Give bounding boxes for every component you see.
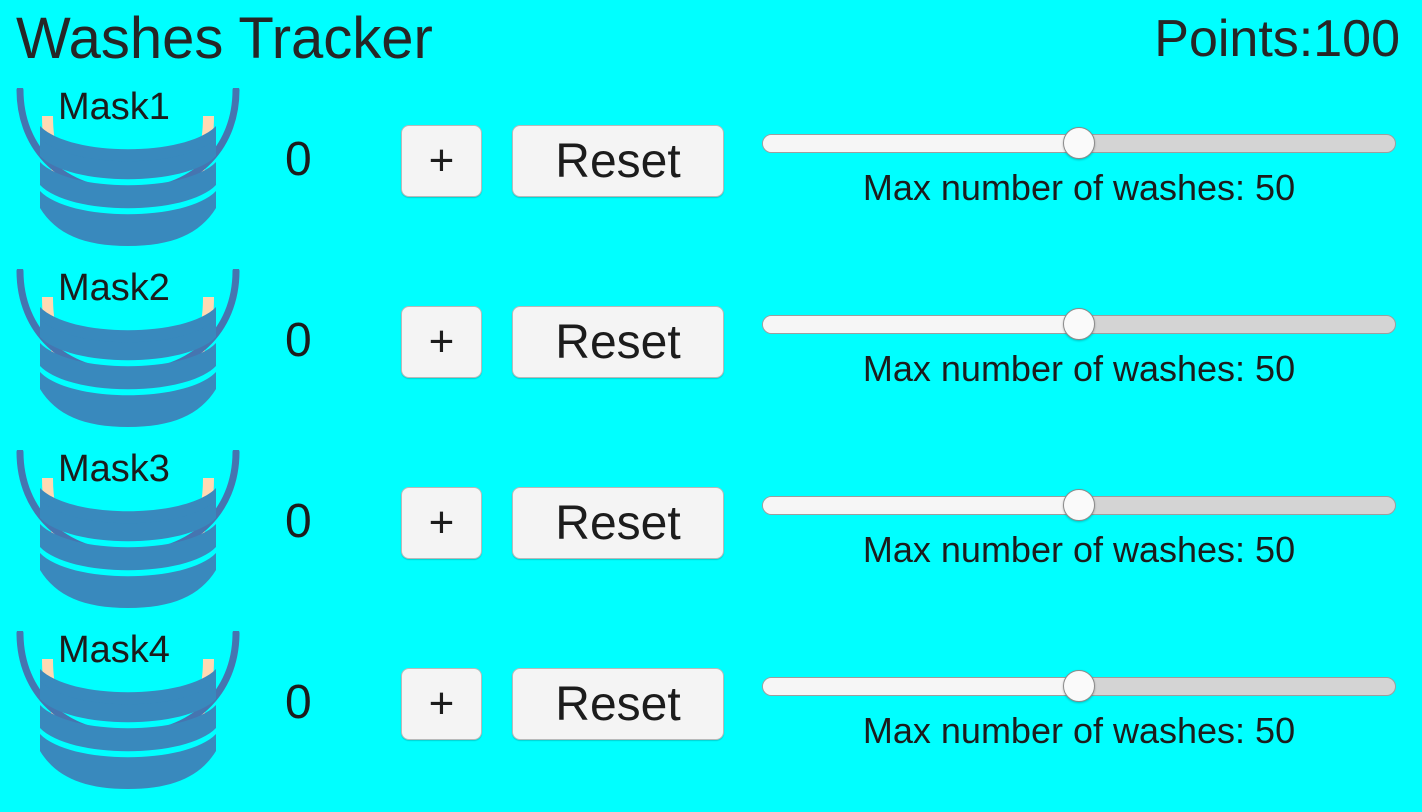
max-washes-caption-2: Max number of washes: 50 xyxy=(862,348,1296,389)
mask-row-1: Mask1 0 + Reset Max number of washes: 50 xyxy=(0,86,1422,269)
face-mask-icon-4 xyxy=(12,631,244,791)
mask-name-label-3: Mask3 xyxy=(58,448,170,490)
increment-washes-button-3[interactable]: + xyxy=(401,487,482,559)
max-washes-slider-thumb-1[interactable] xyxy=(1063,127,1095,159)
slider-filled-portion xyxy=(763,678,1079,695)
max-washes-slider-group: Max number of washes: 50 xyxy=(762,631,1396,791)
slider-filled-portion xyxy=(763,497,1079,514)
max-washes-slider-thumb-4[interactable] xyxy=(1063,670,1095,702)
mask-row-4: Mask4 0 + Reset Max number of washes: 50 xyxy=(0,629,1422,812)
increment-washes-button-1[interactable]: + xyxy=(401,125,482,197)
mask-name-label-4: Mask4 xyxy=(58,629,170,671)
wash-count-value-1: 0 xyxy=(285,133,312,186)
max-washes-slider-group: Max number of washes: 50 xyxy=(762,450,1396,610)
page-title: Washes Tracker xyxy=(16,6,433,71)
max-washes-slider-thumb-3[interactable] xyxy=(1063,489,1095,521)
reset-washes-button-2[interactable]: Reset xyxy=(512,306,724,378)
wash-count-value-3: 0 xyxy=(285,495,312,548)
mask-row-3: Mask3 0 + Reset Max number of washes: 50 xyxy=(0,448,1422,631)
max-washes-slider-group: Max number of washes: 50 xyxy=(762,88,1396,248)
slider-filled-portion xyxy=(763,135,1079,152)
mask-name-label-1: Mask1 xyxy=(58,86,170,128)
mask-row-2: Mask2 0 + Reset Max number of washes: 50 xyxy=(0,267,1422,450)
max-washes-slider-group: Max number of washes: 50 xyxy=(762,269,1396,429)
max-washes-caption-3: Max number of washes: 50 xyxy=(862,529,1296,570)
face-mask-icon-2 xyxy=(12,269,244,429)
points-display: Points:100 xyxy=(1154,10,1400,68)
slider-filled-portion xyxy=(763,316,1079,333)
max-washes-slider-thumb-2[interactable] xyxy=(1063,308,1095,340)
max-washes-caption-1: Max number of washes: 50 xyxy=(862,167,1296,208)
reset-washes-button-1[interactable]: Reset xyxy=(512,125,724,197)
app-header: Washes Tracker Points:100 xyxy=(0,0,1422,78)
max-washes-caption-4: Max number of washes: 50 xyxy=(862,710,1296,751)
wash-count-value-4: 0 xyxy=(285,676,312,729)
increment-washes-button-4[interactable]: + xyxy=(401,668,482,740)
reset-washes-button-3[interactable]: Reset xyxy=(512,487,724,559)
increment-washes-button-2[interactable]: + xyxy=(401,306,482,378)
wash-count-value-2: 0 xyxy=(285,314,312,367)
face-mask-icon-3 xyxy=(12,450,244,610)
reset-washes-button-4[interactable]: Reset xyxy=(512,668,724,740)
face-mask-icon-1 xyxy=(12,88,244,248)
mask-name-label-2: Mask2 xyxy=(58,267,170,309)
